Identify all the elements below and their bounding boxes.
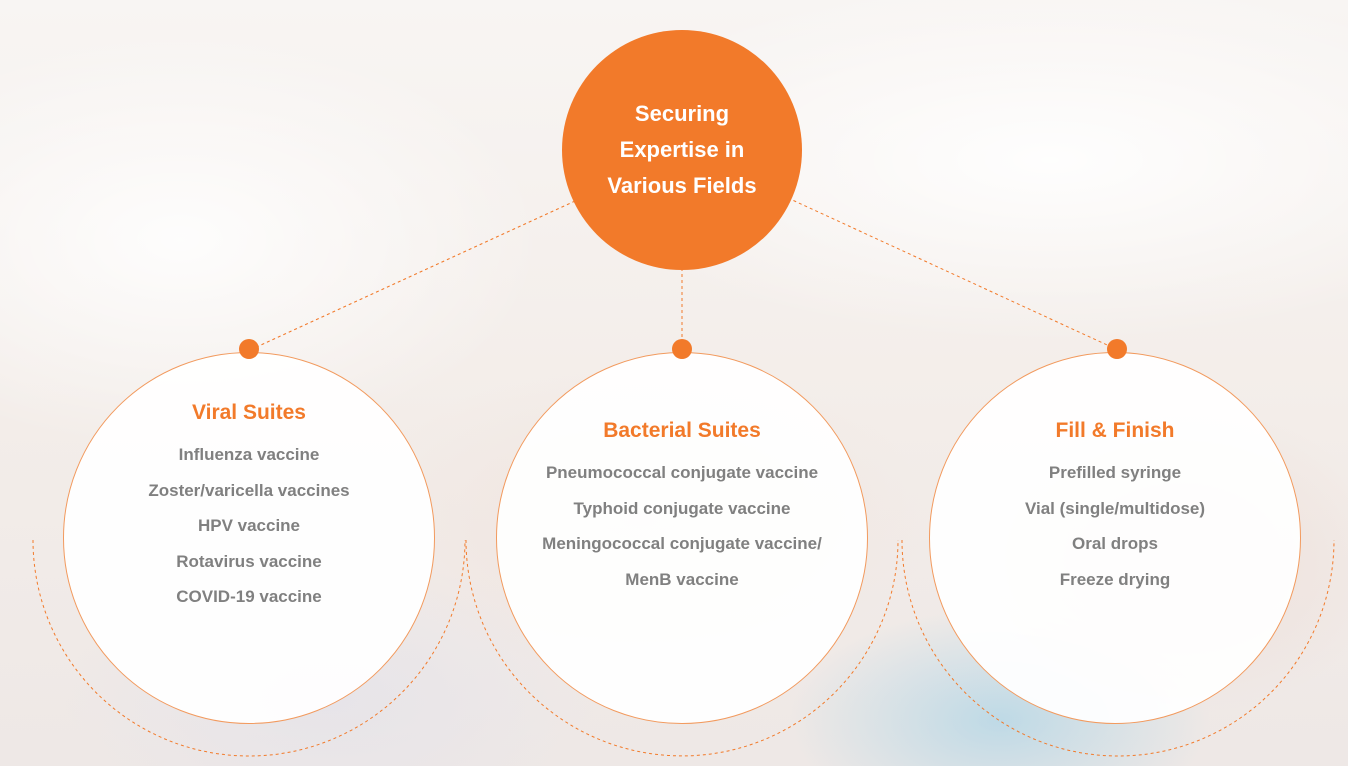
list-item: Freeze drying	[1059, 569, 1171, 589]
list-item: COVID-19 vaccine	[176, 587, 322, 607]
connector-dot-center	[672, 339, 692, 359]
node-viral-suites: Viral Suites Influenza vaccine Zoster/va…	[63, 352, 435, 724]
node-title: Fill & Finish	[1055, 419, 1175, 442]
list-item: Prefilled syringe	[1048, 463, 1182, 482]
node-fill-finish: Fill & Finish Prefilled syringe Vial (si…	[929, 352, 1301, 724]
connector-right	[787, 197, 1119, 351]
list-item: Typhoid conjugate vaccine	[573, 498, 791, 518]
list-item: Influenza vaccine	[178, 445, 320, 465]
node-title: Viral Suites	[191, 401, 306, 425]
node-item-list: Pneumococcal conjugate vaccine Typhoid c…	[542, 455, 822, 597]
connector-left	[249, 195, 587, 351]
list-item: MenB vaccine	[625, 569, 739, 589]
list-item: Rotavirus vaccine	[176, 551, 322, 571]
list-item: Meningococcal conjugate vaccine/	[542, 534, 822, 553]
outer-arc-right	[901, 539, 1335, 757]
list-item: HPV vaccine	[197, 516, 301, 536]
node-item-list: Prefilled syringe Vial (single/multidose…	[1025, 455, 1205, 597]
hub-title: Securing Expertise in Various Fields	[607, 101, 757, 198]
hub-circle: Securing Expertise in Various Fields	[562, 30, 802, 270]
connector-dot-left	[239, 339, 259, 359]
outer-arc-left	[32, 539, 466, 757]
list-item: Pneumococcal conjugate vaccine	[545, 463, 819, 482]
list-item: Vial (single/multidose)	[1024, 498, 1206, 518]
list-item: Oral drops	[1072, 534, 1158, 553]
outer-arc-center	[465, 539, 899, 757]
node-bacterial-suites: Bacterial Suites Pneumococcal conjugate …	[496, 352, 868, 724]
node-item-list: Influenza vaccine Zoster/varicella vacci…	[148, 437, 349, 615]
node-title: Bacterial Suites	[603, 419, 761, 442]
connector-dot-right	[1107, 339, 1127, 359]
list-item: Zoster/varicella vaccines	[148, 480, 350, 500]
